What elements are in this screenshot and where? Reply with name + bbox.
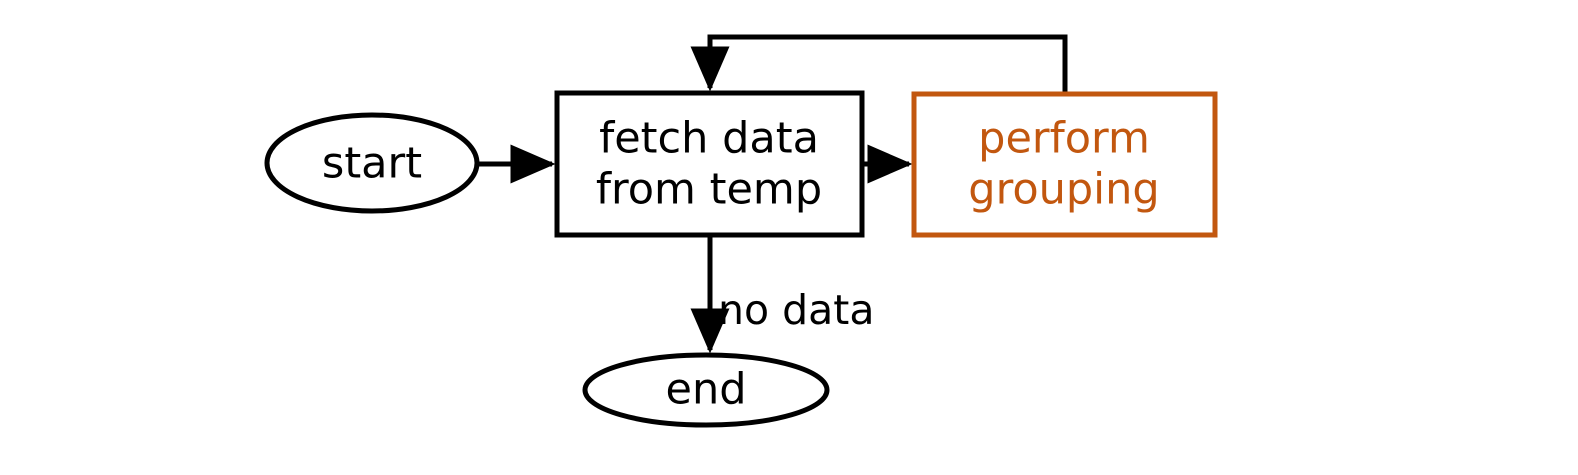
- node-fetch-rect[interactable]: [554, 90, 865, 238]
- edge-grouping-to-fetch-loop-path: [690, 34, 1068, 94]
- node-start-label: start: [322, 139, 422, 189]
- node-fetch-data-from-temp[interactable]: fetch data from temp: [554, 90, 865, 238]
- edge-label-no-data: no data: [718, 286, 874, 334]
- node-end-ellipse[interactable]: [582, 352, 830, 428]
- node-end-label: end: [665, 365, 746, 415]
- node-perform-grouping[interactable]: perform grouping: [911, 91, 1218, 238]
- node-start[interactable]: start: [264, 112, 480, 214]
- node-grouping-label-line-2: grouping: [968, 165, 1159, 215]
- node-grouping-label-line-1: perform: [978, 114, 1150, 164]
- node-start-ellipse[interactable]: [264, 112, 480, 214]
- node-end[interactable]: end: [582, 352, 830, 428]
- node-fetch-label-line-2: from temp: [596, 165, 822, 215]
- edge-grouping-to-fetch-loop: [690, 34, 1068, 94]
- node-grouping-rect[interactable]: [911, 91, 1218, 238]
- edge-fetch-to-end: no data: [690, 235, 874, 354]
- node-fetch-label-line-1: fetch data: [599, 114, 819, 164]
